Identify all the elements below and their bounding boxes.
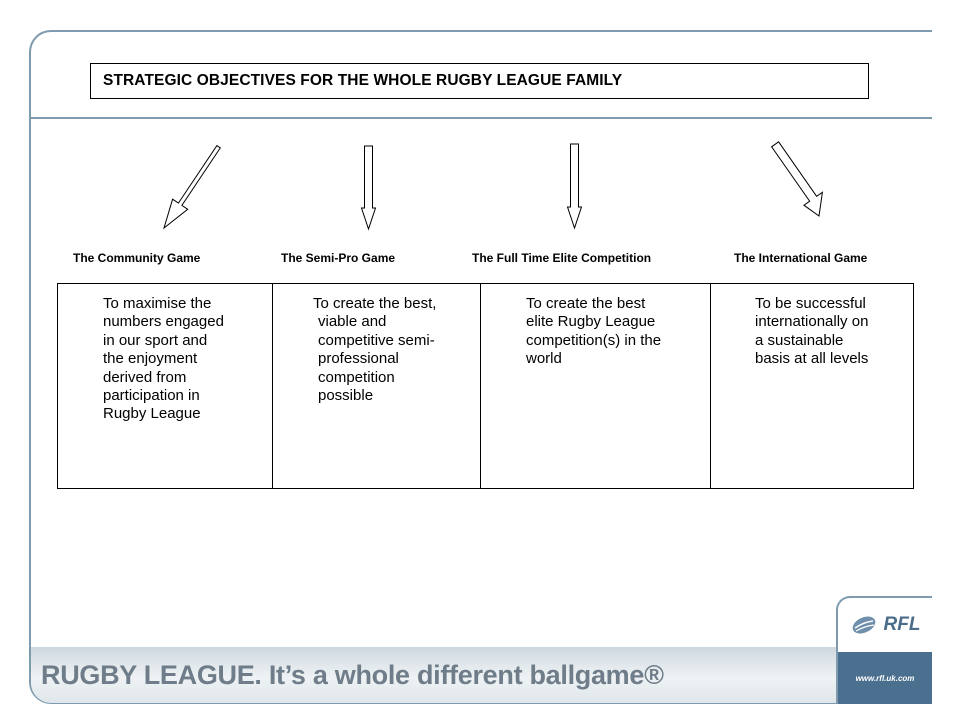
arrow-full-time-elite-icon [566, 143, 583, 230]
column-label-community: The Community Game [73, 251, 201, 265]
slide-title: STRATEGIC OBJECTIVES FOR THE WHOLE RUGBY… [90, 63, 869, 99]
footer-band [31, 647, 836, 703]
objectives-table: To maximise the numbers engaged in our s… [57, 283, 914, 489]
rugby-ball-icon [852, 616, 875, 634]
logo-text: RFL [883, 614, 921, 635]
arrow-semi-pro-icon [360, 145, 377, 231]
slide-frame [29, 30, 932, 704]
arrow-community-icon [163, 144, 221, 230]
objective-full-time-elite: To create the best elite Rugby League co… [480, 284, 710, 488]
column-label-semi-pro: The Semi-Pro Game [281, 251, 396, 265]
rfl-logo: RFL www.rfl.uk.com [836, 596, 932, 704]
logo-url: www.rfl.uk.com [838, 652, 932, 704]
column-label-full-time-elite: The Full Time Elite Competition [472, 251, 652, 265]
arrows-group [163, 141, 824, 231]
logo-mark: RFL [838, 598, 932, 652]
objective-international: To be successful internationally on a su… [710, 284, 913, 488]
arrow-international-icon [770, 141, 824, 217]
objective-semi-pro: To create the best, viable and competiti… [272, 284, 480, 488]
footer-tagline: RUGBY LEAGUE. It’s a whole different bal… [41, 660, 664, 690]
objective-community: To maximise the numbers engaged in our s… [103, 295, 224, 423]
header-divider [29, 117, 932, 119]
column-label-international: The International Game [734, 251, 868, 265]
